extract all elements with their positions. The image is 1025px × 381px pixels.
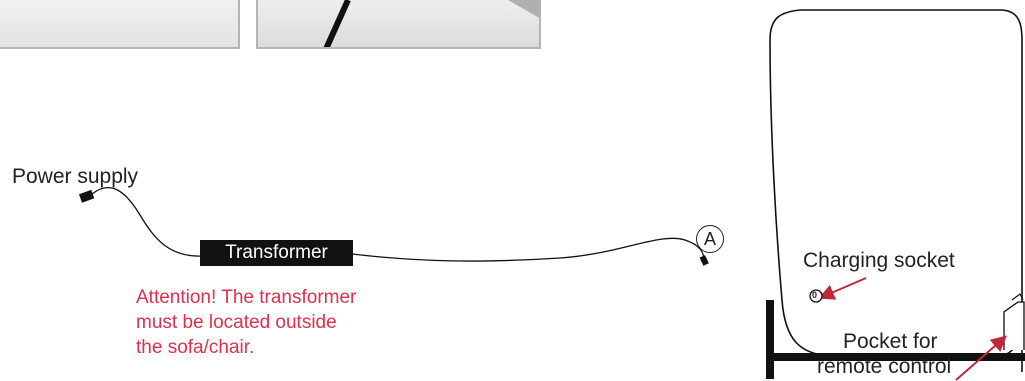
arrow-charging-socket: [822, 278, 866, 297]
chair-outline: [770, 10, 1022, 372]
connector-plug-icon: [700, 255, 709, 266]
connector-a-icon: A: [696, 225, 724, 253]
pocket-label-line-2: remote control: [817, 355, 951, 379]
connector-a-label: A: [704, 229, 716, 249]
warning-line-3: the sofa/chair.: [136, 335, 356, 360]
power-supply-label: Power supply: [12, 165, 138, 189]
socket-marker-label: 0: [812, 290, 817, 300]
cable-transformer-to-connector: [352, 238, 704, 261]
power-plug-icon: [79, 190, 94, 203]
transformer-label: Transformer: [225, 242, 328, 263]
warning-line-2: must be located outside: [136, 310, 356, 335]
pocket-label-line-1: Pocket for: [843, 330, 938, 354]
chair-leg-left: [766, 300, 774, 379]
charging-socket-label: Charging socket: [803, 249, 955, 273]
warning-line-1: Attention! The transformer: [136, 285, 356, 310]
transformer-box: Transformer: [200, 240, 353, 266]
warning-text: Attention! The transformer must be locat…: [136, 285, 356, 360]
remote-pocket-icon: [1004, 302, 1024, 350]
cable-power-to-transformer: [92, 188, 205, 257]
